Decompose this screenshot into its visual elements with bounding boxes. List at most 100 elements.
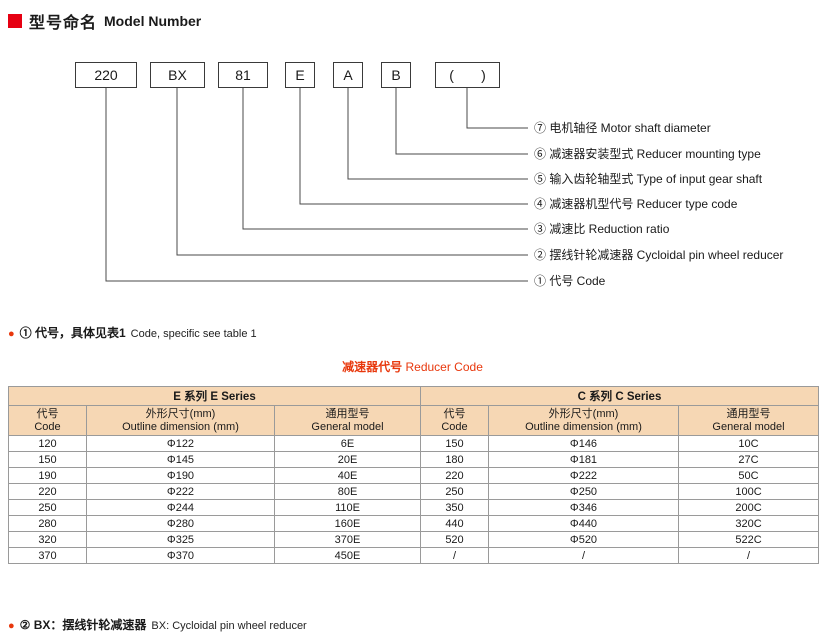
- table-cell: 180: [420, 451, 489, 468]
- table-cell: Φ325: [86, 531, 275, 548]
- table-cell: 450E: [274, 547, 421, 564]
- table-cell: 440: [420, 515, 489, 532]
- model-box-ratio: 81: [218, 62, 268, 88]
- table-cell: Φ346: [488, 499, 679, 516]
- table-cell: Φ145: [86, 451, 275, 468]
- col-header-en: Code: [34, 420, 61, 433]
- note1-en: Code, specific see table 1: [130, 328, 257, 340]
- callout-reduction-ratio: ③ 减速比 Reduction ratio: [534, 222, 670, 236]
- table-cell: 350: [420, 499, 489, 516]
- table-cell: Φ146: [488, 435, 679, 452]
- callout-code: ① 代号 Code: [534, 274, 606, 288]
- table-cell: 100C: [678, 483, 819, 500]
- table-title-en: Reducer Code: [405, 360, 483, 374]
- page-title-zh: 型号命名: [29, 15, 98, 32]
- table-cell: Φ244: [86, 499, 275, 516]
- note2-en: BX: Cycloidal pin wheel reducer: [151, 620, 307, 632]
- col-header-en: General model: [712, 420, 785, 433]
- table-cell: 370: [8, 547, 87, 564]
- table-cell: 110E: [274, 499, 421, 516]
- bullet-icon: ●: [8, 620, 15, 632]
- table-cell: Φ122: [86, 435, 275, 452]
- table-cell: Φ250: [488, 483, 679, 500]
- model-box-type-code: E: [285, 62, 315, 88]
- section-header: 型号命名 Model Number: [8, 9, 201, 33]
- table-cell: Φ280: [86, 515, 275, 532]
- note-code-see-table: ● ① 代号，具体见表1 Code, specific see table 1: [8, 324, 257, 341]
- col-header-zh: 通用型号: [726, 407, 771, 420]
- bullet-icon: ●: [8, 328, 15, 340]
- note2-zh: ② BX：摆线针轮减速器: [19, 618, 147, 632]
- note1-zh: ① 代号，具体见表1: [19, 326, 126, 340]
- table-cell: 320C: [678, 515, 819, 532]
- group-header-e-series: E 系列 E Series: [8, 386, 421, 406]
- reducer-code-table: E 系列 E Series C 系列 C Series 代号 Code 外形尺寸…: [8, 386, 819, 564]
- table-cell: 20E: [274, 451, 421, 468]
- table-cell: 150: [8, 451, 87, 468]
- red-square-icon: [8, 14, 22, 28]
- model-box-gear-shaft: A: [333, 62, 363, 88]
- table-cell: 150: [420, 435, 489, 452]
- col-header-en: General model: [311, 420, 384, 433]
- col-header-dimension-e: 外形尺寸(mm) Outline dimension (mm): [86, 405, 275, 436]
- table-cell: 40E: [274, 467, 421, 484]
- table-cell: 370E: [274, 531, 421, 548]
- model-box-code: 220: [75, 62, 137, 88]
- table-cell: 27C: [678, 451, 819, 468]
- model-box-shaft-diameter: ( ): [435, 62, 500, 88]
- leader-lines: [105, 88, 528, 282]
- table-cell: 250: [8, 499, 87, 516]
- table-cell: 10C: [678, 435, 819, 452]
- col-header-zh: 外形尺寸(mm): [145, 407, 216, 420]
- callout-cycloidal-reducer: ② 摆线针轮减速器 Cycloidal pin wheel reducer: [534, 248, 784, 262]
- table-cell: 522C: [678, 531, 819, 548]
- col-header-code-c: 代号 Code: [420, 405, 489, 436]
- model-number-diagram: 220 BX 81 E A B ( ) ⑦ 电机轴径 Motor shaft d…: [0, 50, 825, 300]
- col-header-model-c: 通用型号 General model: [678, 405, 819, 436]
- callout-motor-shaft-diameter: ⑦ 电机轴径 Motor shaft diameter: [534, 121, 711, 135]
- table-group-header-row: E 系列 E Series C 系列 C Series: [8, 386, 819, 406]
- table-cell: 520: [420, 531, 489, 548]
- table-cell: Φ222: [86, 483, 275, 500]
- col-header-en: Code: [441, 420, 468, 433]
- col-header-code-e: 代号 Code: [8, 405, 87, 436]
- col-header-zh: 代号: [36, 407, 59, 420]
- table-cell: 120: [8, 435, 87, 452]
- table-title-zh: 减速器代号: [342, 360, 403, 374]
- callout-input-gear-shaft: ⑤ 输入齿轮轴型式 Type of input gear shaft: [534, 172, 763, 186]
- table-cell: 250: [420, 483, 489, 500]
- note-bx-definition: ● ② BX：摆线针轮减速器 BX: Cycloidal pin wheel r…: [8, 616, 307, 633]
- col-header-en: Outline dimension (mm): [525, 420, 642, 433]
- col-header-zh: 外形尺寸(mm): [548, 407, 619, 420]
- col-header-model-e: 通用型号 General model: [274, 405, 421, 436]
- table-cell: /: [488, 547, 679, 564]
- col-header-zh: 代号: [443, 407, 466, 420]
- table-cell: 160E: [274, 515, 421, 532]
- group-header-c-series: C 系列 C Series: [420, 386, 819, 406]
- table-cell: 6E: [274, 435, 421, 452]
- table-cell: 50C: [678, 467, 819, 484]
- table-cell: Φ440: [488, 515, 679, 532]
- col-header-en: Outline dimension (mm): [122, 420, 239, 433]
- col-header-zh: 通用型号: [325, 407, 370, 420]
- callout-reducer-type-code: ④ 减速器机型代号 Reducer type code: [534, 197, 738, 211]
- callout-mounting-type: ⑥ 减速器安装型式 Reducer mounting type: [534, 147, 761, 161]
- table-column-header-row: 代号 Code 外形尺寸(mm) Outline dimension (mm) …: [8, 405, 819, 436]
- reducer-code-table-wrap: E 系列 E Series C 系列 C Series 代号 Code 外形尺寸…: [8, 386, 819, 564]
- table-cell: Φ520: [488, 531, 679, 548]
- table-cell: 220: [420, 467, 489, 484]
- model-box-mounting: B: [381, 62, 411, 88]
- table-cell: 320: [8, 531, 87, 548]
- table-cell: Φ190: [86, 467, 275, 484]
- table-cell: Φ181: [488, 451, 679, 468]
- table-cell: 190: [8, 467, 87, 484]
